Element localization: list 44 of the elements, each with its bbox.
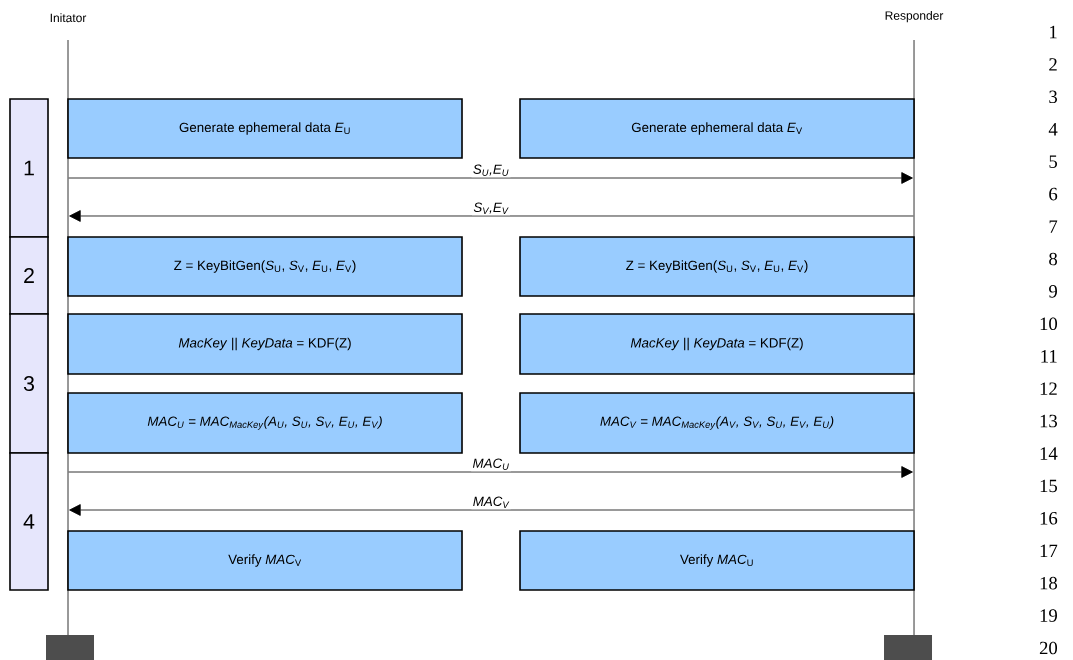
process-box: Generate ephemeral data E$_{V}$ — [519, 98, 915, 159]
line-number: 17 — [1040, 544, 1058, 557]
process-box: MacKey || KeyData = KDF(Z) — [67, 313, 463, 375]
process-box: MAC$_{U}$ = MAC$_{MacKey}$(A$_{U}$, S$_{U}$, S$_{V}$, E$_{U}$, E$_{V}$) — [67, 392, 463, 454]
process-box: MacKey || KeyData = KDF(Z) — [519, 313, 915, 375]
line-number: 9 — [1049, 285, 1057, 298]
edge-label: MAC$_{U}$ — [471, 457, 511, 472]
step-box: 1 — [9, 98, 49, 238]
line-number: 6 — [1049, 187, 1058, 201]
process-box: Verify MAC$_{V}$ — [67, 530, 463, 591]
step-box: 2 — [9, 236, 49, 315]
line-number: 20 — [1039, 641, 1058, 655]
message-arrow — [68, 466, 913, 478]
line-number: 14 — [1040, 447, 1058, 460]
line-number: 5 — [1049, 155, 1058, 168]
message-arrow — [68, 172, 913, 184]
line-number: 2 — [1049, 58, 1057, 71]
edge-label: S$_{U}$,E$_{U}$ — [471, 163, 511, 178]
line-number: 16 — [1040, 512, 1058, 525]
line-number: 19 — [1040, 609, 1057, 622]
line-number: 3 — [1049, 90, 1058, 104]
process-box: MAC$_{V}$ = MAC$_{MacKey}$(A$_{V}$, S$_{V}$, S$_{U}$, E$_{V}$, E$_{U}$) — [519, 392, 915, 454]
node-label: Responder — [885, 10, 944, 23]
line-number: 15 — [1040, 479, 1058, 493]
step-box: 3 — [9, 313, 49, 454]
line-number: 7 — [1049, 220, 1058, 233]
process-box: Generate ephemeral data E$_{U}$ — [67, 98, 463, 159]
step-box: 4 — [9, 452, 49, 591]
edge-label: MAC$_{V}$ — [471, 495, 511, 510]
line-number: 4 — [1048, 123, 1058, 136]
line-number: 1 — [1050, 25, 1057, 39]
process-box: Z = KeyBitGen(S$_{U}$, S$_{V}$, E$_{U}$, E$_{V}$) — [67, 236, 463, 297]
line-number: 13 — [1040, 414, 1058, 428]
line-number: 18 — [1040, 576, 1058, 590]
line-number: 11 — [1041, 350, 1057, 363]
node-label: Initator — [50, 13, 87, 23]
message-arrow — [69, 210, 914, 222]
process-box: Z = KeyBitGen(S$_{U}$, S$_{V}$, E$_{U}$, E$_{V}$) — [519, 236, 915, 297]
edge-label: S$_{V}$,E$_{V}$ — [472, 201, 510, 216]
line-number: 10 — [1040, 317, 1058, 331]
line-number: 8 — [1049, 252, 1058, 266]
line-number: 12 — [1040, 382, 1057, 395]
process-box: Verify MAC$_{U}$ — [519, 530, 915, 591]
message-arrow — [69, 504, 914, 516]
